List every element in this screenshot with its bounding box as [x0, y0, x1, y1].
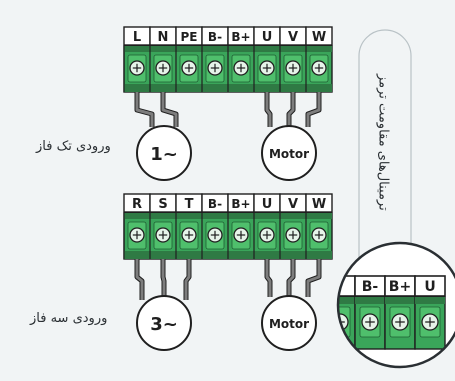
three-phase-terminal-label: B-: [208, 197, 222, 211]
three-phase-terminal-label: S: [158, 197, 167, 212]
brake-terminal-body-top: [355, 297, 385, 304]
brake-resistor-terminals-label: ترمینال‌های مقاومت ترمز: [375, 73, 391, 211]
brake-terminal-label-cell: [414, 275, 446, 297]
three-phase-input-label: ورودی سه فاز: [30, 311, 108, 326]
wire: [287, 92, 295, 126]
single-phase-source: 1~: [136, 125, 192, 181]
wire: [161, 92, 178, 127]
wire: [306, 259, 321, 297]
single-phase-terminal-label: PE: [181, 30, 198, 44]
three-phase-terminal-label: W: [312, 197, 326, 212]
single-phase-terminal-label: W: [312, 30, 326, 45]
brake-terminal-label: U: [424, 279, 435, 295]
three-phase-motor: Motor: [261, 295, 317, 351]
brake-terminal-body-top: [338, 297, 355, 304]
wire: [265, 259, 272, 297]
three-phase-source-symbol: 3~: [150, 314, 178, 335]
single-phase-motor-label: Motor: [269, 147, 309, 161]
brake-terminal-body-top: [385, 297, 415, 304]
wire: [161, 259, 166, 296]
three-phase-source: 3~: [136, 295, 192, 351]
single-phase-terminal-label: B+: [231, 30, 250, 44]
three-phase-motor-label: Motor: [269, 317, 309, 331]
three-phase-terminal-label: V: [288, 197, 298, 212]
single-phase-input-label: ورودی تک فاز: [36, 139, 111, 154]
terminal-label-cell: [305, 193, 333, 213]
wire: [306, 92, 321, 127]
wire: [135, 92, 154, 127]
three-phase-terminal-label: U: [262, 197, 273, 212]
single-phase-terminal-label: V: [288, 30, 298, 45]
brake-terminal-label: B-: [362, 279, 379, 295]
wire: [287, 259, 295, 296]
three-phase-terminal-label: T: [185, 197, 194, 212]
three-phase-terminal-label: B+: [231, 197, 250, 211]
brake-terminal-magnifier: B- B+ U: [336, 241, 455, 369]
single-phase-motor: Motor: [261, 125, 317, 181]
terminal-label-cell: [305, 26, 333, 46]
wire: [135, 259, 144, 300]
single-phase-terminal-label: L: [133, 30, 141, 45]
single-phase-terminal-label: U: [262, 30, 273, 45]
single-phase-source-symbol: 1~: [150, 144, 178, 165]
brake-terminal-body-top: [415, 297, 445, 304]
wire: [184, 259, 191, 300]
three-phase-terminal-label: R: [132, 197, 142, 212]
brake-resistor-terminals-label-wrap: ترمینال‌های مقاومت ترمز: [365, 52, 401, 232]
single-phase-terminal-label: B-: [208, 30, 222, 44]
single-phase-terminal-label: N: [158, 30, 169, 45]
wire: [265, 92, 272, 127]
brake-terminal-label: B+: [389, 279, 411, 295]
